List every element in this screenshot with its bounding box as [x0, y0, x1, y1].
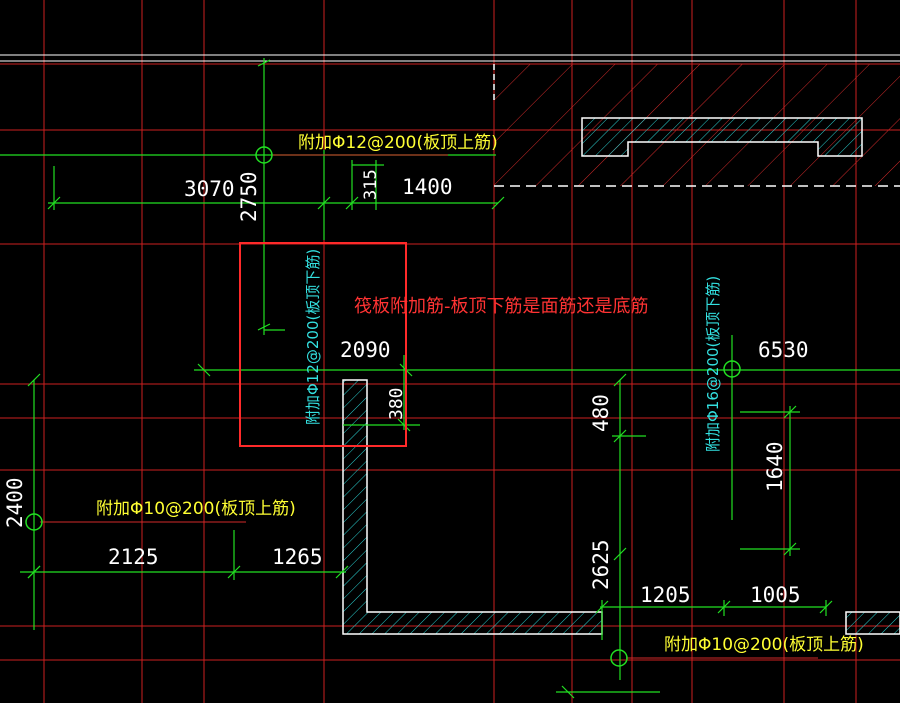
dim-1640: 1640 [763, 441, 787, 492]
note-right-rebar-10: 附加Φ10@200(板顶上筋) [664, 635, 864, 655]
dim-2090: 2090 [340, 338, 391, 362]
highlight-box [239, 242, 407, 447]
dim-3070: 3070 [184, 177, 235, 201]
dim-1400: 1400 [402, 175, 453, 199]
anchor-circle-bottom [610, 649, 628, 667]
dim-1005: 1005 [750, 583, 801, 607]
dim-2625: 2625 [589, 539, 613, 590]
dim-480: 480 [589, 394, 613, 432]
anchor-circle-top [255, 146, 273, 164]
note-bottom-rebar-12: 附加Φ12@200(板顶下筋) [304, 249, 322, 425]
dim-1205: 1205 [640, 583, 691, 607]
dim-2400: 2400 [3, 477, 27, 528]
dim-315: 315 [361, 169, 381, 200]
note-left-rebar-10: 附加Φ10@200(板顶上筋) [96, 499, 296, 519]
rebar-leaders [40, 154, 818, 659]
rebar-anchors [25, 146, 741, 667]
dim-1265: 1265 [272, 545, 323, 569]
dim-380: 380 [386, 387, 407, 420]
dim-2125: 2125 [108, 545, 159, 569]
note-top-rebar-12: 附加Φ12@200(板顶上筋) [298, 133, 498, 153]
wall-fragment [845, 611, 900, 635]
beam-section [581, 117, 863, 157]
dim-2750: 2750 [237, 171, 261, 222]
anchor-circle-middle [723, 360, 741, 378]
anchor-circle-left [25, 513, 43, 531]
question-text: 筏板附加筋-板顶下筋是面筋还是底筋 [354, 296, 649, 317]
dim-6530: 6530 [758, 338, 809, 362]
top-wall-lines [0, 54, 900, 62]
note-bottom-rebar-16: 附加Φ16@200(板顶下筋) [704, 276, 722, 452]
